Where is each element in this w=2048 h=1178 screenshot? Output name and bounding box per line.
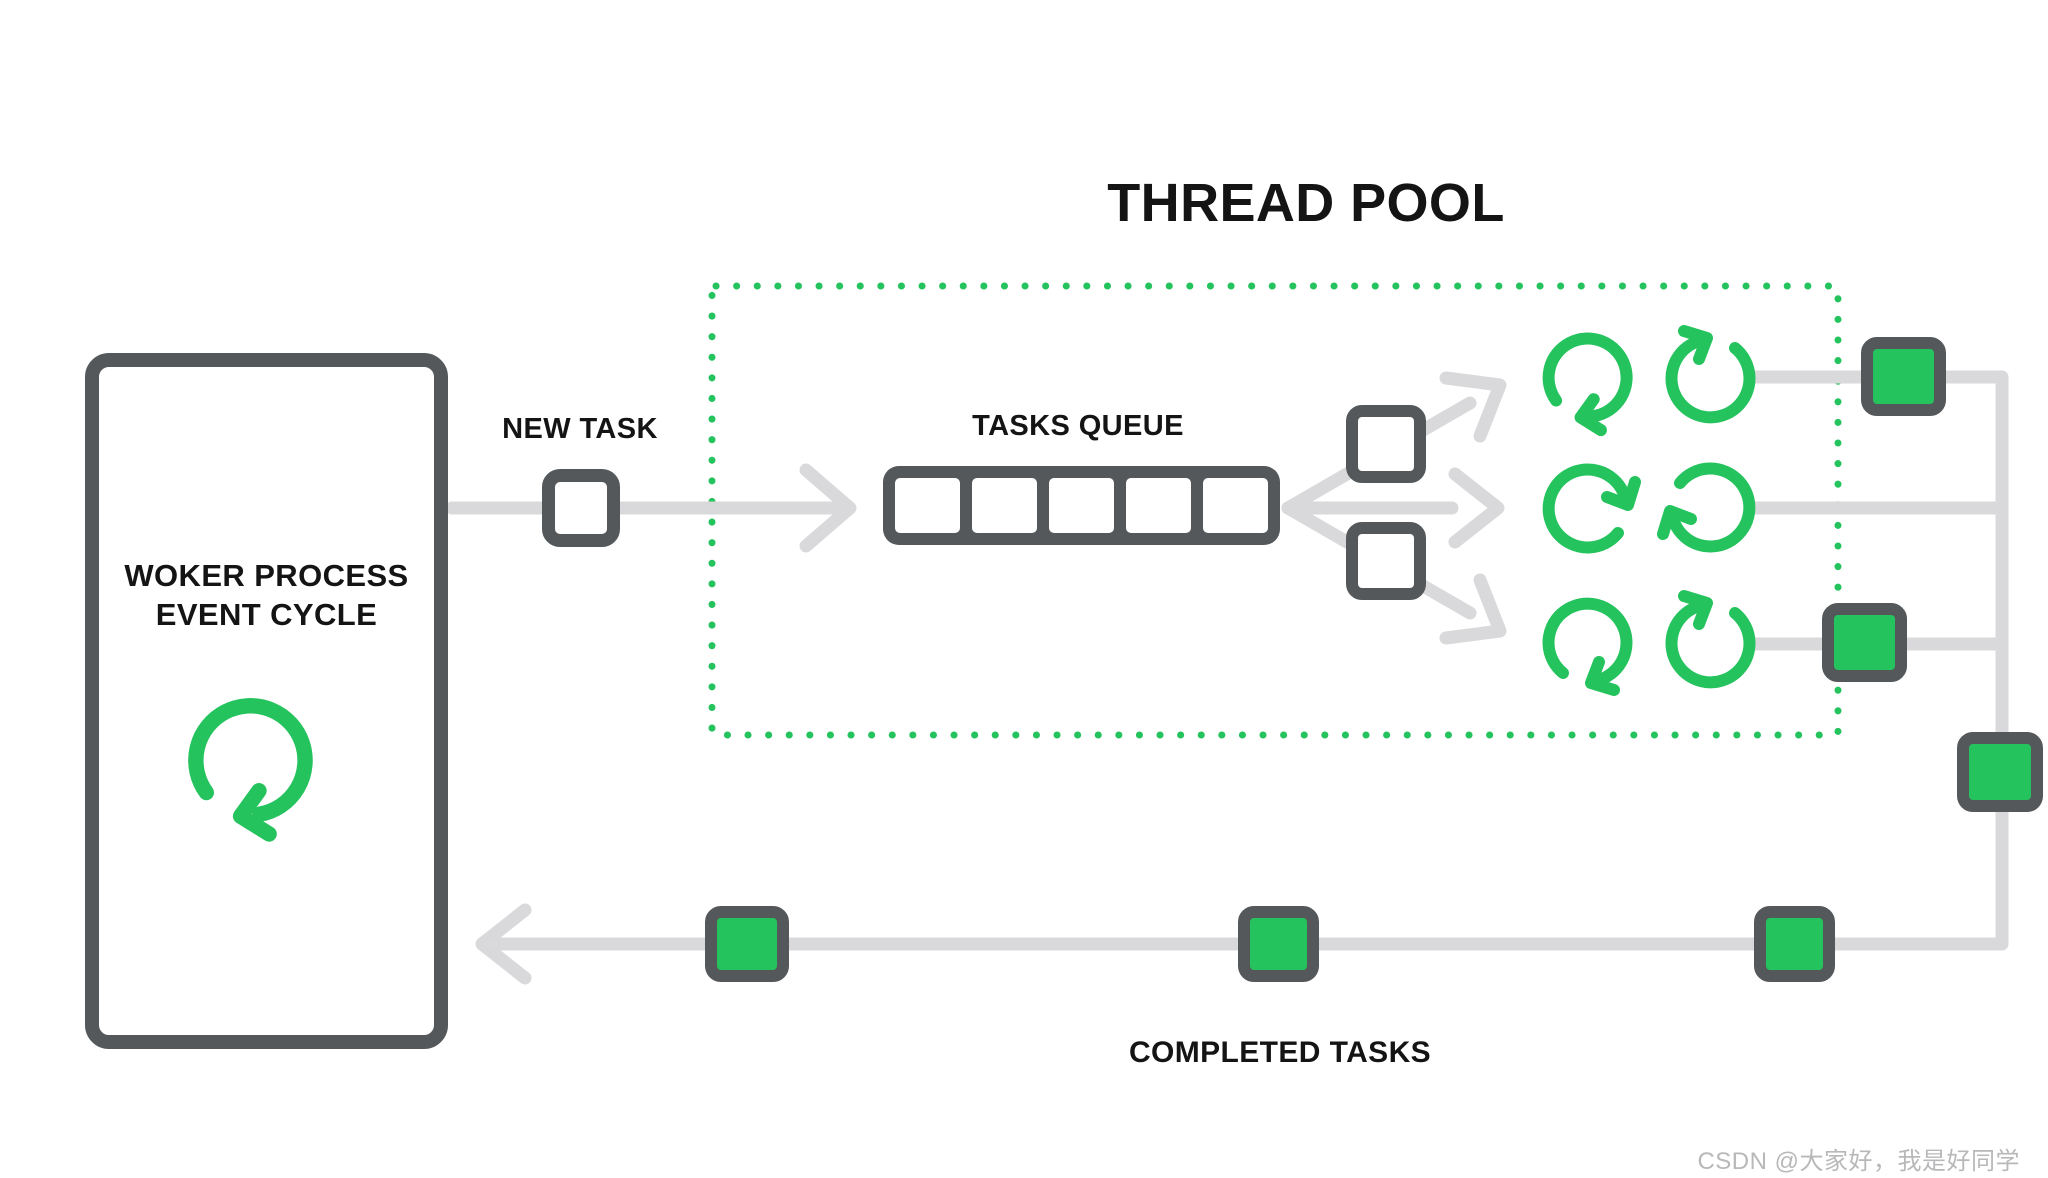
thread-cycle-icon [1657,458,1760,558]
completed-task-square [1822,603,1907,682]
thread-cycle-icon [1660,325,1760,428]
thread-cycle-icon [1527,317,1649,439]
arrow-down-right-icon [1439,573,1507,645]
worker-process-label: WOKER PROCESS EVENT CYCLE [96,556,437,634]
completed-tasks-label: COMPLETED TASKS [1128,1036,1432,1069]
arrow-left-icon [475,903,532,985]
tasks-queue [883,466,1280,545]
arrow-right-icon [799,463,857,553]
thread-pool-dotted-border [708,282,1842,739]
completed-task-square [705,906,789,982]
thread-cycle-icon [1538,458,1641,558]
tasks-queue-label: TASKS QUEUE [972,410,1184,442]
completed-task-square [1957,732,2043,812]
queue-cell [1203,478,1268,533]
worker-process-label-line1: WOKER PROCESS [124,558,409,593]
completed-task-square [1861,337,1946,416]
worker-process-label-line2: EVENT CYCLE [155,597,378,632]
queue-cell [895,478,960,533]
csdn-watermark: CSDN @大家好，我是好同学 [1697,1148,2020,1175]
waiting-task-square [1346,405,1426,483]
queue-cell [972,478,1037,533]
completed-task-square [1754,906,1835,982]
worker-event-cycle-icon [159,674,342,849]
thread-cycle-icon [1660,590,1760,693]
completed-return-path [493,370,2009,951]
queue-cell [1126,478,1191,533]
new-task-square [542,469,620,547]
completed-task-square [1238,906,1319,982]
page-title: THREAD POOL [1107,173,1505,233]
waiting-task-square [1346,522,1426,600]
queue-cell [1049,478,1114,533]
arrow-right-icon [1448,467,1505,549]
thread-cycle-icon [1538,593,1638,696]
new-task-label: NEW TASK [502,413,658,445]
arrow-up-right-icon [1439,371,1507,443]
